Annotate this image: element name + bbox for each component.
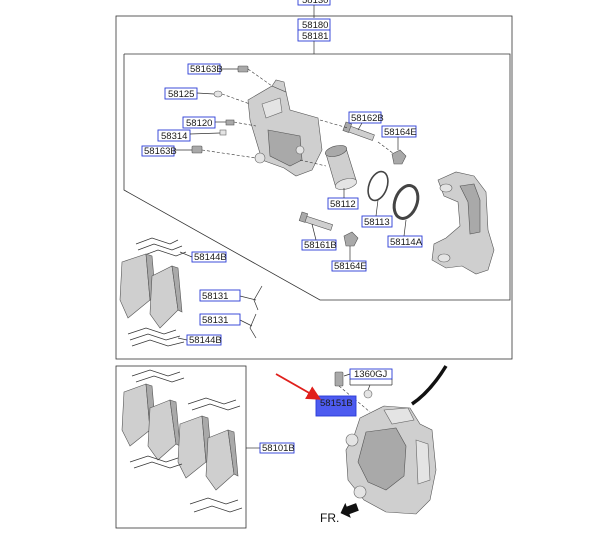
caliper-assembled	[345, 405, 437, 515]
cap-58314	[219, 129, 227, 136]
pad-clip-58144b-top	[135, 237, 187, 257]
label-58180[interactable]: 58180	[297, 18, 331, 31]
svg-text:58125: 58125	[168, 89, 194, 100]
caliper-housing	[247, 79, 323, 177]
svg-text:58144B: 58144B	[189, 335, 222, 346]
svg-text:58130: 58130	[302, 0, 328, 6]
label-58164e-bottom[interactable]: 58164E	[331, 246, 367, 272]
svg-text:58180: 58180	[302, 20, 328, 31]
label-58131-a[interactable]: 58131	[199, 289, 241, 302]
boot-58114a	[392, 184, 420, 220]
svg-text:58112: 58112	[330, 199, 356, 210]
label-58162b[interactable]: 58162B	[348, 111, 384, 131]
label-58161b[interactable]: 58161B	[301, 223, 337, 251]
guide-pin-58161b	[298, 211, 334, 231]
svg-text:58120: 58120	[186, 118, 212, 129]
svg-text:58131: 58131	[202, 315, 228, 326]
label-58144b-top[interactable]: 58144B	[179, 251, 227, 263]
label-58164e-top[interactable]: 58164E	[381, 125, 417, 150]
label-58101b[interactable]: 58101B	[246, 442, 295, 454]
boot-58164e-bottom	[343, 231, 359, 247]
front-direction-indicator: FR.	[320, 502, 359, 525]
seal-58113	[367, 170, 389, 202]
label-58131-b[interactable]: 58131	[199, 313, 241, 326]
washer-58125	[213, 90, 251, 105]
label-1360gj[interactable]: 1360GJ	[343, 368, 393, 391]
pad-kit-58101b	[121, 369, 243, 513]
caliper-subassembly-frame	[123, 53, 511, 301]
svg-text:58314: 58314	[161, 131, 187, 142]
svg-text:58164E: 58164E	[384, 127, 417, 138]
piston-58112	[299, 145, 358, 190]
highlight-arrow	[275, 373, 322, 400]
washer-58151b-part	[363, 389, 373, 399]
bleeder-58120	[225, 119, 257, 127]
caliper-bracket	[431, 171, 495, 275]
svg-text:58101B: 58101B	[262, 443, 295, 454]
brake-pad-left	[119, 253, 157, 319]
label-58151b[interactable]: 58151B	[315, 395, 357, 417]
svg-text:58144B: 58144B	[194, 252, 227, 263]
label-58314[interactable]: 58314	[157, 129, 221, 142]
label-58144b-bottom[interactable]: 58144B	[177, 334, 222, 346]
svg-text:1360GJ: 1360GJ	[354, 369, 388, 380]
boot-58164e-top	[377, 141, 407, 165]
svg-text:58161B: 58161B	[304, 240, 337, 251]
label-58113[interactable]: 58113	[361, 199, 393, 228]
svg-text:58164E: 58164E	[334, 261, 367, 272]
svg-text:58163B: 58163B	[190, 64, 223, 75]
wear-indicator-58131	[239, 285, 263, 339]
label-58181[interactable]: 58181	[297, 29, 331, 42]
front-label: FR.	[320, 511, 339, 525]
svg-text:58131: 58131	[202, 291, 228, 302]
bolt-58163b-top	[237, 65, 273, 87]
label-58120[interactable]: 58120	[182, 116, 226, 129]
label-58125[interactable]: 58125	[164, 87, 215, 100]
label-58112[interactable]: 58112	[327, 188, 359, 210]
pad-clip-58144b-bottom	[127, 327, 185, 347]
label-58163b-bottom[interactable]: 58163B	[141, 145, 192, 157]
caliper-assembly-frame	[115, 15, 513, 360]
front-arrow-icon	[340, 502, 359, 518]
svg-text:58181: 58181	[302, 31, 328, 42]
brake-hose	[411, 365, 448, 406]
svg-text:58163B: 58163B	[144, 146, 177, 157]
pad-kit-frame	[115, 365, 247, 529]
svg-text:58162B: 58162B	[351, 113, 384, 124]
label-58163b-top[interactable]: 58163B	[187, 63, 238, 75]
svg-text:58151B: 58151B	[320, 398, 353, 409]
svg-text:58114A: 58114A	[390, 237, 423, 248]
svg-text:58113: 58113	[364, 217, 390, 228]
brake-pad-right	[149, 265, 183, 329]
guide-pin-58162b	[319, 119, 375, 141]
bolt-58163b-bottom	[191, 145, 257, 159]
label-58114a[interactable]: 58114A	[387, 219, 423, 248]
